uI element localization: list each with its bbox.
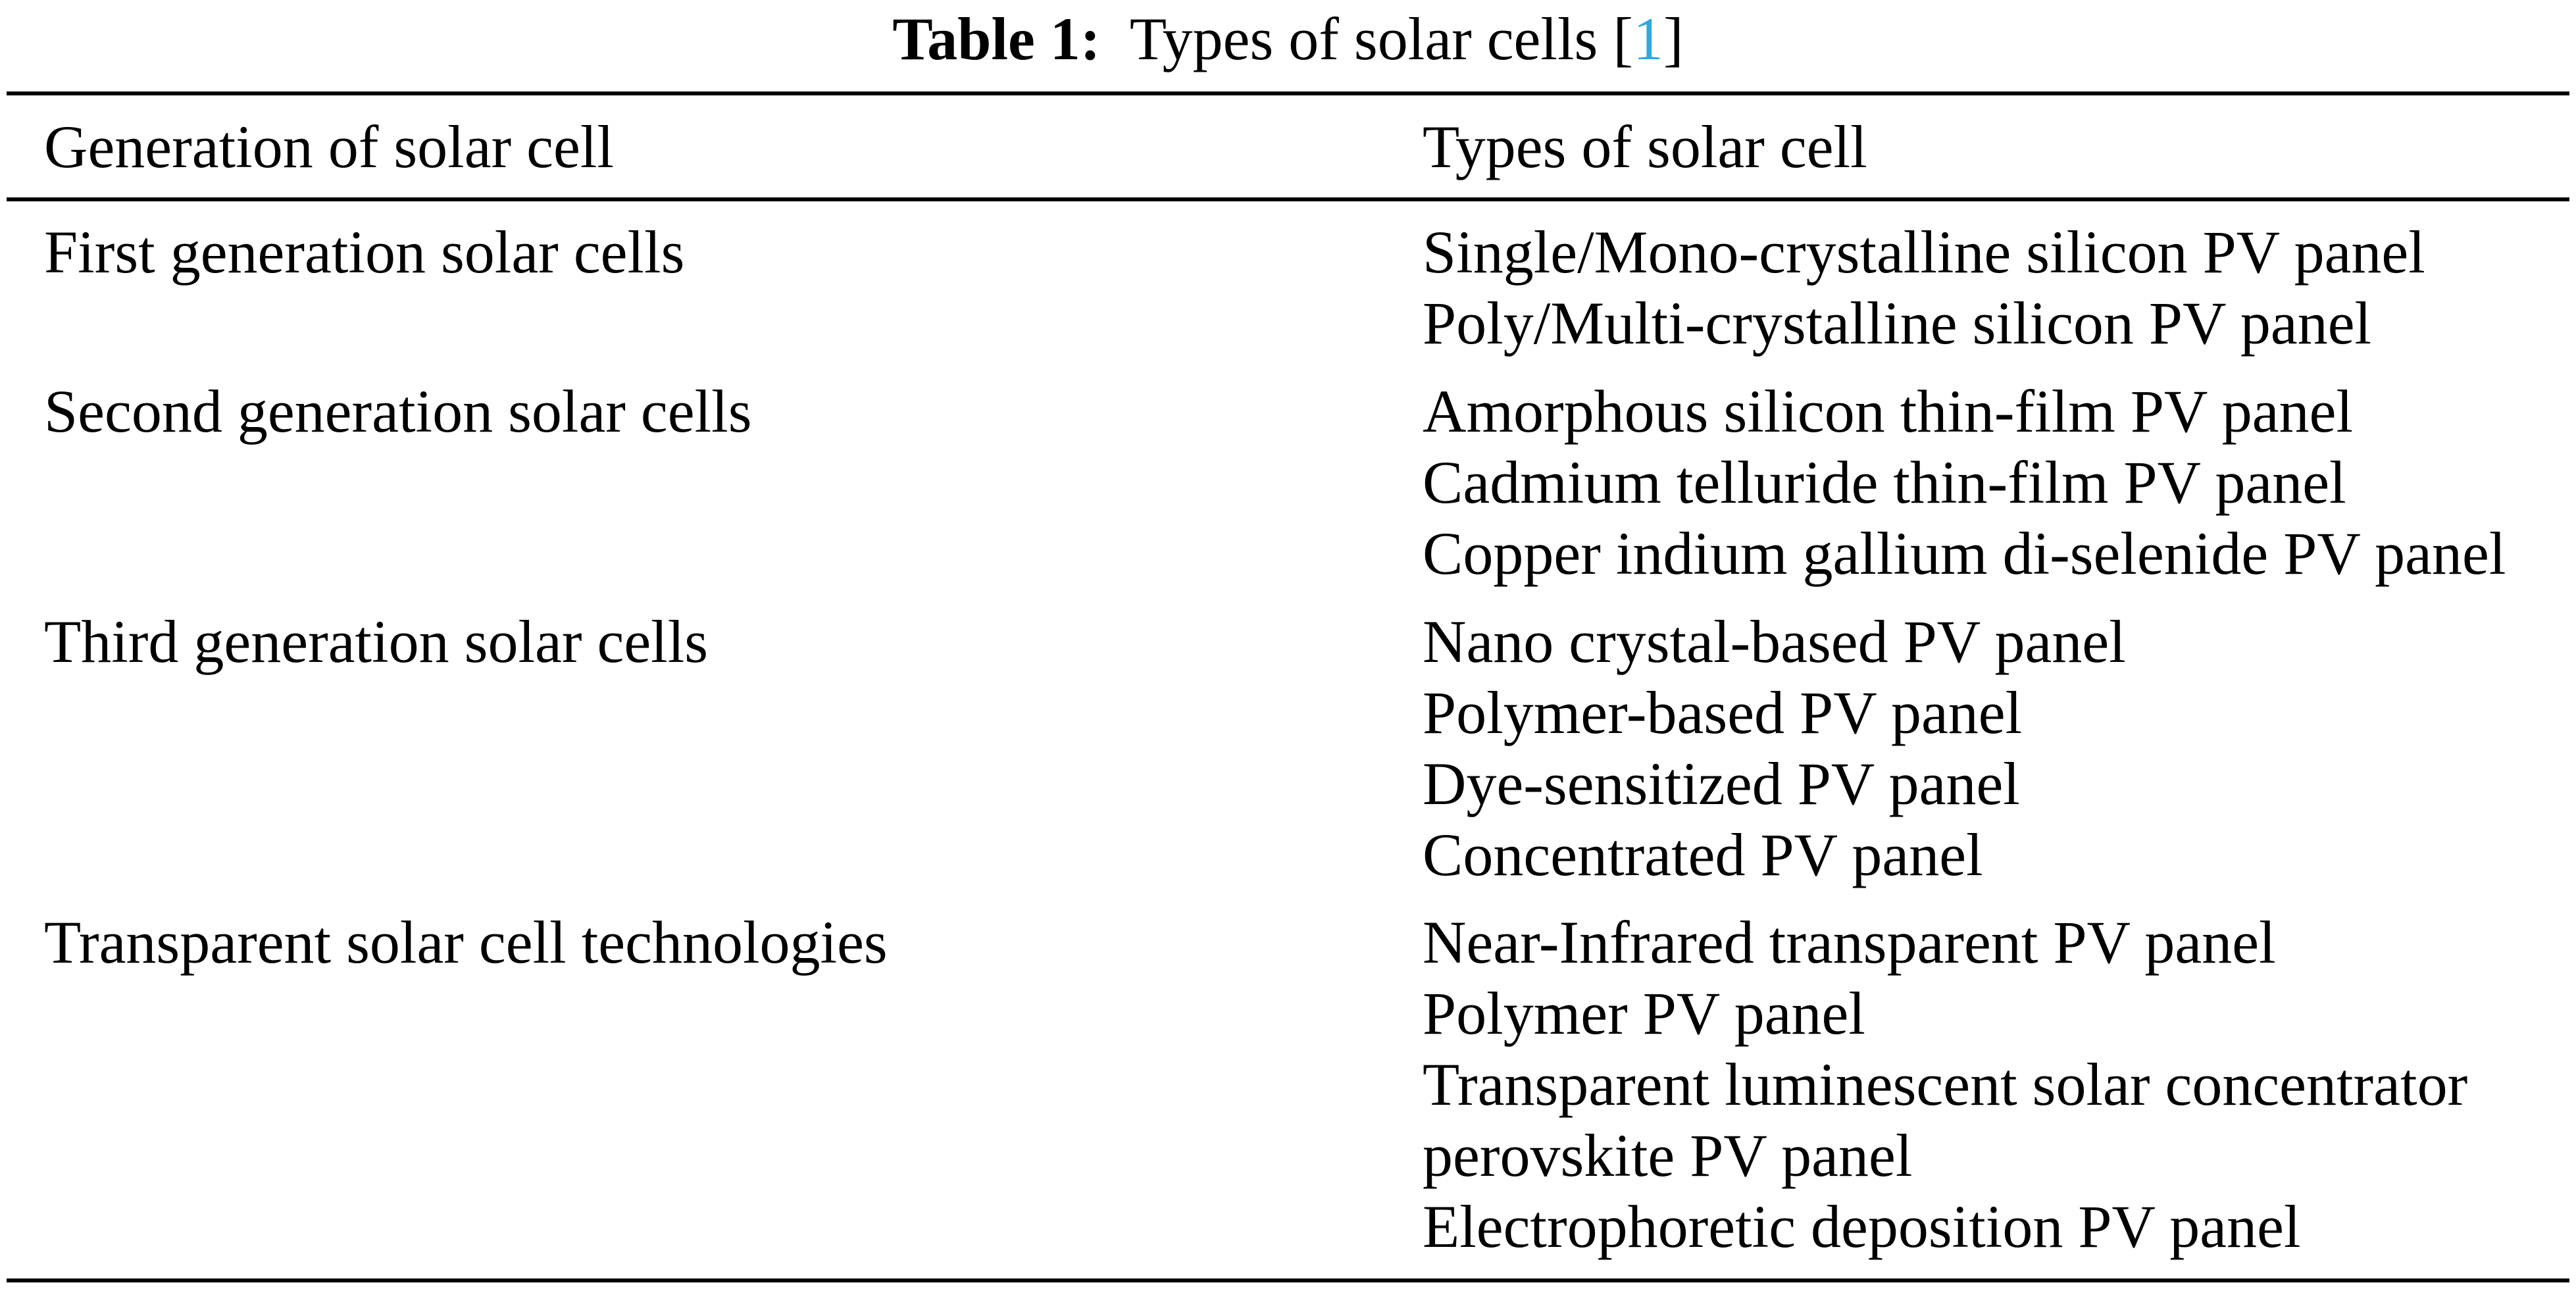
type-cell: perovskite PV panel xyxy=(1423,1122,1913,1189)
generation-cell: Third generation solar cells xyxy=(44,608,709,675)
ref-open-bracket: [ xyxy=(1613,5,1633,72)
generation-cell: Transparent solar cell technologies xyxy=(44,909,888,976)
table-label: Table 1: xyxy=(892,5,1101,72)
type-cell: Polymer PV panel xyxy=(1423,980,1865,1047)
type-cell: Dye-sensitized PV panel xyxy=(1423,750,2020,817)
type-cell: Cadmium telluride thin-film PV panel xyxy=(1423,449,2346,516)
top-rule xyxy=(7,91,2569,95)
type-cell: Electrophoretic deposition PV panel xyxy=(1423,1193,2301,1260)
type-cell: Amorphous silicon thin-film PV panel xyxy=(1423,378,2354,445)
type-cell: Single/Mono-crystalline silicon PV panel xyxy=(1423,218,2425,286)
citation-link[interactable]: 1 xyxy=(1632,5,1663,72)
bottom-rule xyxy=(7,1278,2569,1282)
type-cell: Polymer-based PV panel xyxy=(1423,679,2023,746)
table-title: Types of solar cells xyxy=(1129,5,1598,72)
generation-cell: First generation solar cells xyxy=(44,218,685,286)
type-cell: Concentrated PV panel xyxy=(1423,821,1983,888)
table-caption: Table 1: Types of solar cells [1] xyxy=(0,0,2576,69)
column-header-generation: Generation of solar cell xyxy=(44,113,614,180)
type-cell: Copper indium gallium di-selenide PV pan… xyxy=(1423,520,2506,587)
generation-cell: Second generation solar cells xyxy=(44,378,752,445)
header-rule xyxy=(7,197,2569,201)
type-cell: Poly/Multi-crystalline silicon PV panel xyxy=(1423,290,2372,357)
type-cell: Near-Infrared transparent PV panel xyxy=(1423,909,2276,976)
column-header-types: Types of solar cell xyxy=(1423,113,1867,180)
type-cell: Transparent luminescent solar concentrat… xyxy=(1423,1051,2468,1118)
ref-close-bracket: ] xyxy=(1663,5,1684,72)
type-cell: Nano crystal-based PV panel xyxy=(1423,608,2126,675)
